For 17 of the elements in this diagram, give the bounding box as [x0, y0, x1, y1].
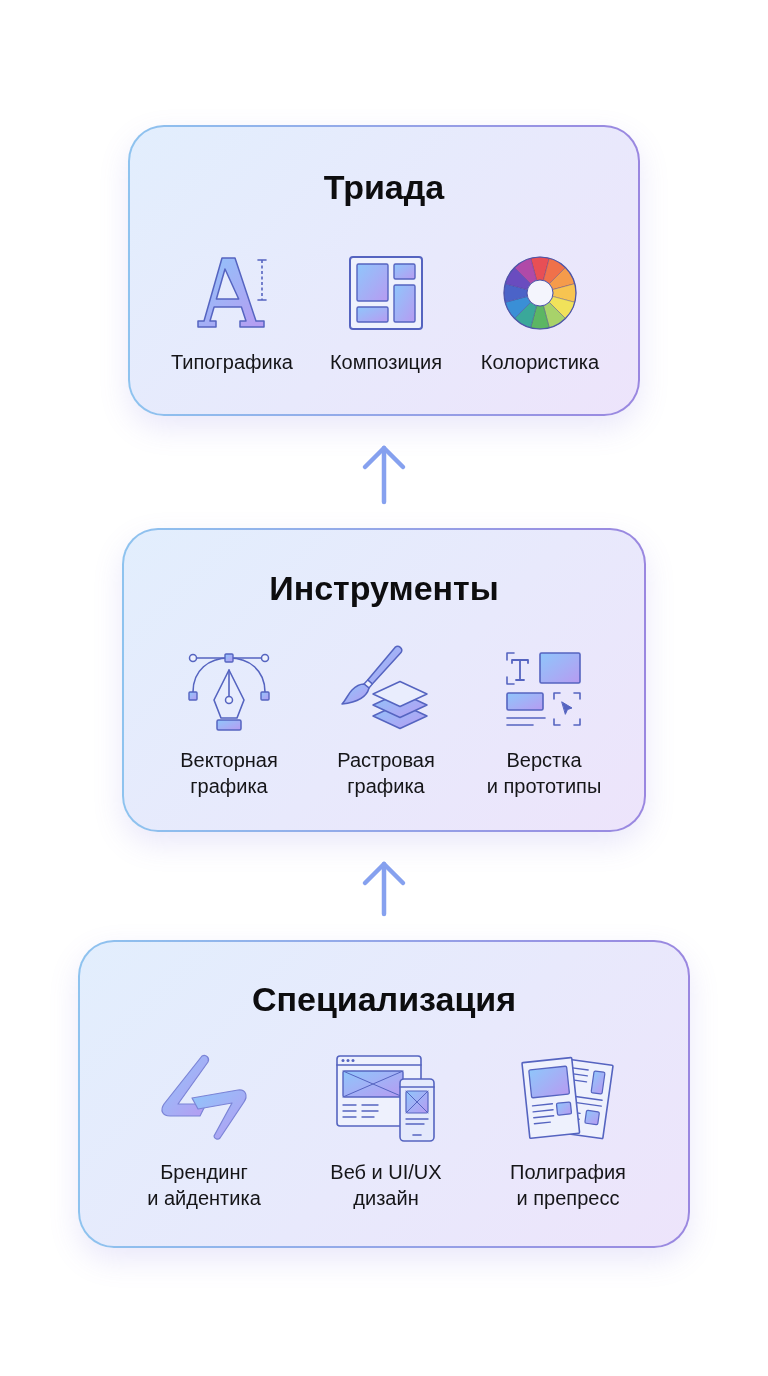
item-label: Растровая графика: [337, 748, 435, 799]
item-label: Брендинг и айдентика: [147, 1160, 261, 1211]
panel-title: Специализация: [251, 979, 517, 1019]
item-label: Колористика: [480, 350, 600, 375]
category-panel: [122, 528, 646, 832]
panel-title: Инструменты: [269, 568, 499, 608]
item-label: Верстка и прототипы: [486, 748, 602, 799]
item-label: Полиграфия и препресс: [510, 1160, 626, 1211]
arrow: [362, 445, 406, 505]
category-panel: [128, 125, 640, 416]
panel-title: Триада: [323, 167, 445, 207]
category-panel: [78, 940, 690, 1248]
item-label: Веб и UI/UX дизайн: [330, 1160, 442, 1211]
arrow: [362, 861, 406, 917]
item-label: Векторная графика: [180, 748, 278, 799]
item-label: Типографика: [171, 350, 293, 375]
item-label: Композиция: [329, 350, 443, 375]
